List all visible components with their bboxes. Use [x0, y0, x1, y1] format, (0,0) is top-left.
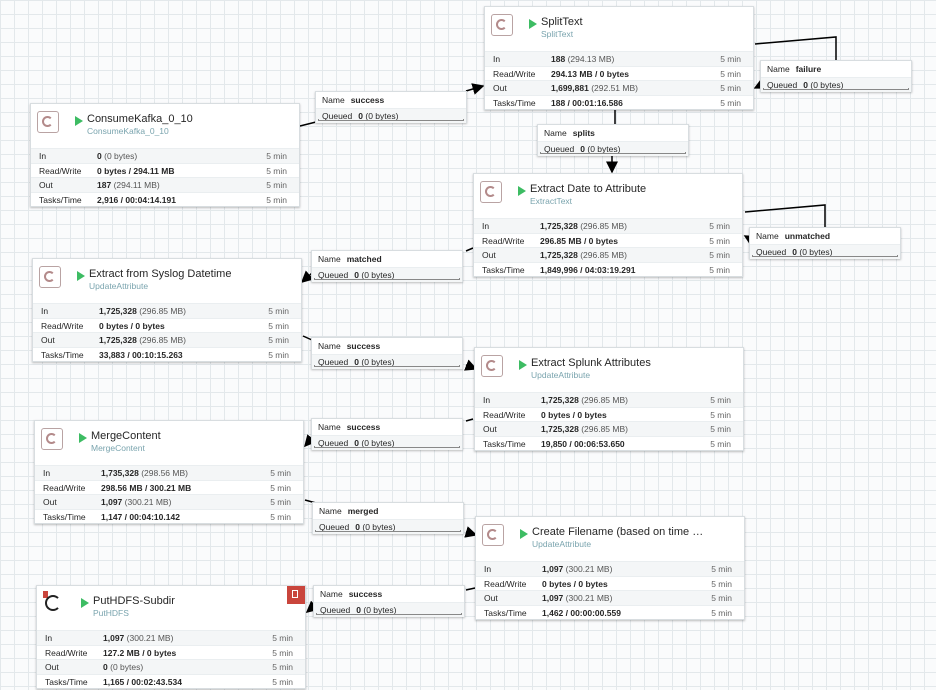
running-icon — [518, 186, 526, 196]
flag-icon — [43, 591, 48, 598]
processor-type: UpdateAttribute — [531, 370, 591, 380]
running-icon — [81, 598, 89, 608]
processor-icon — [491, 14, 513, 36]
processor-name: MergeContent — [91, 430, 161, 442]
processor-extract-date[interactable]: Extract Date to Attribute ExtractText In… — [473, 173, 743, 277]
processor-type: SplitText — [541, 29, 574, 39]
running-icon — [519, 360, 527, 370]
processor-type: ExtractText — [530, 196, 573, 206]
running-icon — [77, 271, 85, 281]
processor-type: PutHDFS — [93, 608, 129, 618]
processor-extract-syslog[interactable]: Extract from Syslog Datetime UpdateAttri… — [32, 258, 302, 362]
queue-bar — [314, 278, 460, 280]
processor-type: UpdateAttribute — [532, 539, 592, 549]
queue-bar — [752, 255, 898, 257]
processor-create-filename[interactable]: Create Filename (based on time … UpdateA… — [475, 516, 745, 620]
running-icon — [75, 116, 83, 126]
processor-extract-splunk[interactable]: Extract Splunk Attributes UpdateAttribut… — [474, 347, 744, 451]
invalid-warning-icon[interactable] — [287, 586, 305, 604]
processor-type: UpdateAttribute — [89, 281, 149, 291]
processor-name: Extract from Syslog Datetime — [89, 268, 232, 280]
queue-bar — [318, 119, 464, 121]
running-icon — [520, 529, 528, 539]
processor-icon — [480, 181, 502, 203]
processor-icon — [41, 428, 63, 450]
processor-name: Extract Splunk Attributes — [531, 357, 651, 369]
processor-icon — [39, 266, 61, 288]
queue-bar — [763, 88, 909, 90]
queue-bar — [314, 446, 460, 448]
processor-name: PutHDFS-Subdir — [93, 595, 175, 607]
processor-name: SplitText — [541, 16, 583, 28]
processor-icon — [482, 524, 504, 546]
processor-name: ConsumeKafka_0_10 — [87, 113, 193, 125]
running-icon — [79, 433, 87, 443]
running-icon — [529, 19, 537, 29]
queue-bar — [315, 530, 461, 532]
processor-name: Extract Date to Attribute — [530, 183, 647, 195]
processor-type: ConsumeKafka_0_10 — [87, 126, 169, 136]
queue-bar — [316, 613, 462, 615]
processor-type: MergeContent — [91, 443, 145, 453]
processor-name: Create Filename (based on time … — [532, 526, 704, 538]
processor-icon — [43, 593, 65, 615]
processor-icon — [481, 355, 503, 377]
processor-icon — [37, 111, 59, 133]
queue-bar — [540, 152, 686, 154]
queue-bar — [314, 365, 460, 367]
